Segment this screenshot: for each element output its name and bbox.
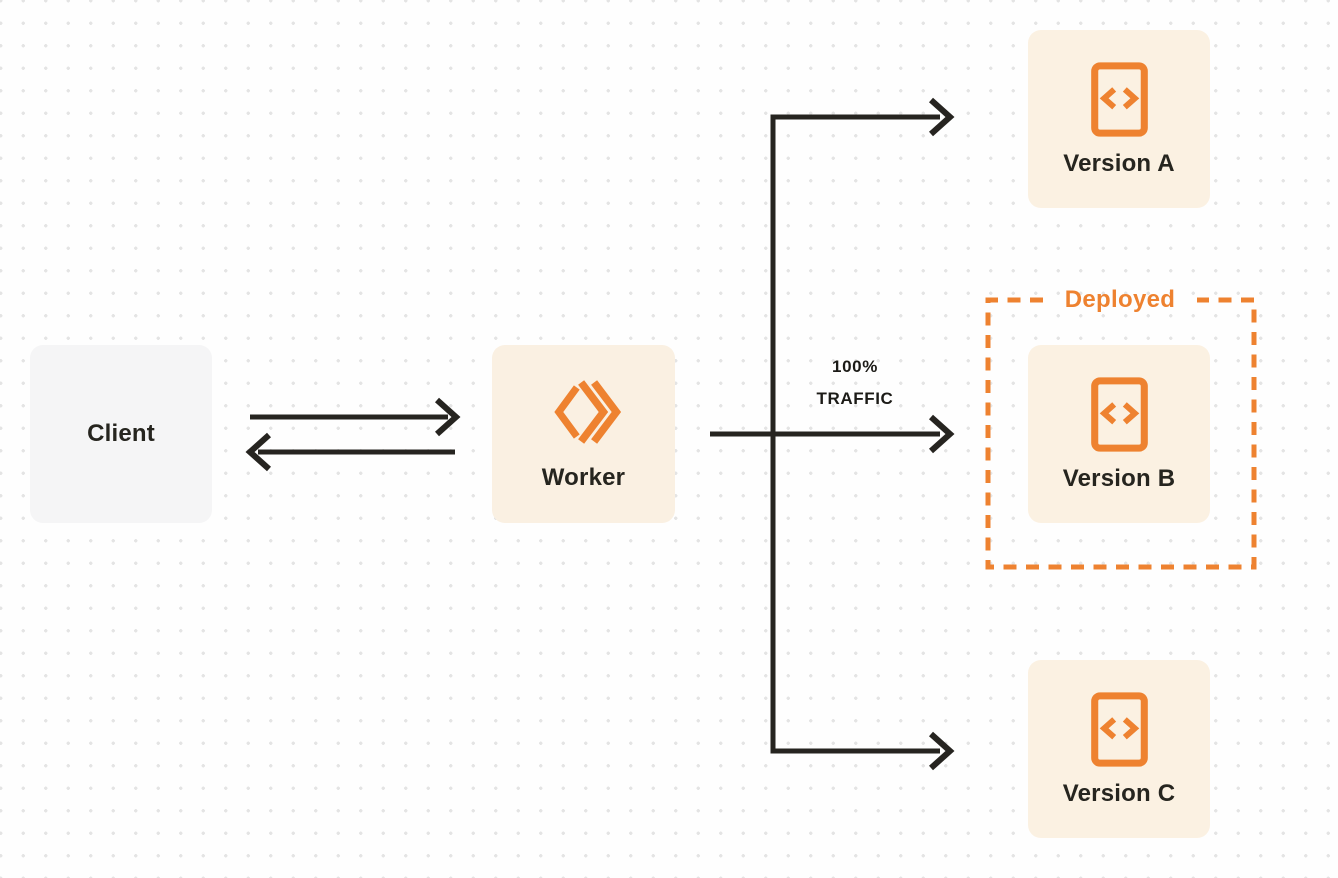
version-b-node: Version B xyxy=(1028,345,1210,523)
client-node: Client xyxy=(30,345,212,523)
worker-label: Worker xyxy=(541,464,626,491)
version-c-label: Version C xyxy=(1062,779,1176,807)
arrowhead-version-b xyxy=(928,414,955,454)
version-a-label: Version A xyxy=(1063,149,1175,177)
deployed-annotation: Deployed xyxy=(1064,286,1176,313)
arrowhead-version-a xyxy=(928,97,955,137)
code-file-icon xyxy=(1090,691,1149,768)
worker-node: Worker xyxy=(492,345,675,523)
version-b-label: Version B xyxy=(1062,464,1176,492)
version-a-node: Version A xyxy=(1028,30,1210,208)
arrowhead-client-to-worker xyxy=(434,397,461,437)
client-label: Client xyxy=(87,420,155,447)
traffic-percent: 100% xyxy=(832,357,878,376)
edge-branch-trunk xyxy=(770,114,940,754)
traffic-annotation: 100% TRAFFIC xyxy=(790,351,920,415)
version-c-node: Version C xyxy=(1028,660,1210,838)
traffic-word: TRAFFIC xyxy=(816,389,894,408)
code-file-icon xyxy=(1090,376,1149,453)
arrowhead-version-c xyxy=(928,731,955,771)
code-file-icon xyxy=(1090,61,1149,138)
cloudflare-workers-logo-icon xyxy=(547,376,621,448)
arrowhead-worker-to-client xyxy=(245,432,272,472)
